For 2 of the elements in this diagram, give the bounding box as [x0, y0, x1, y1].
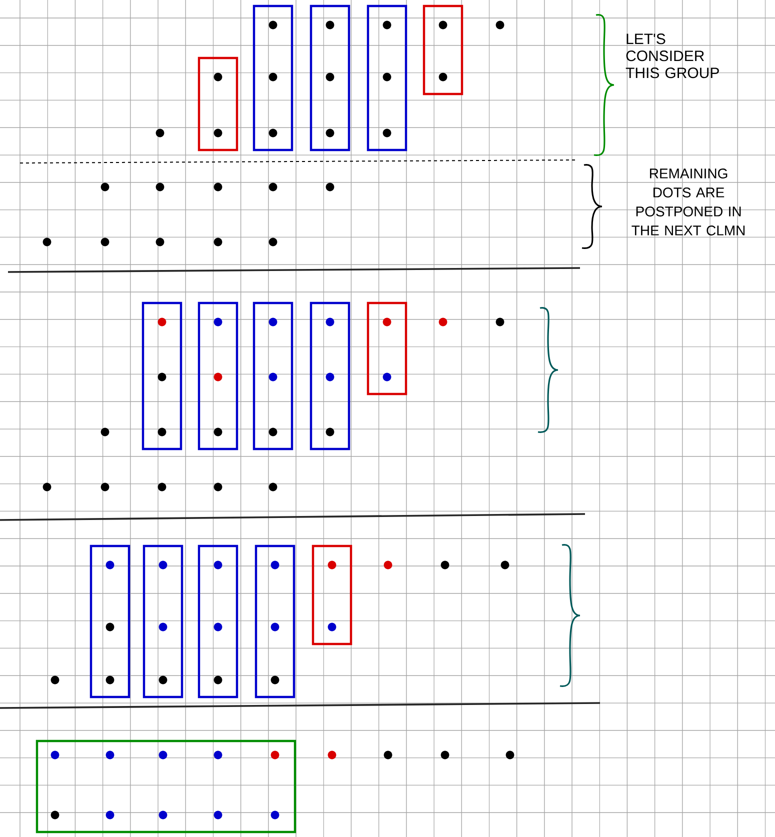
handwritten-note: LET'S CONSIDER THIS GROUP — [626, 34, 719, 78]
handwritten-note: REMAINING DOTS ARE POSTPONED IN THE NEXT CLMN — [632, 168, 745, 236]
